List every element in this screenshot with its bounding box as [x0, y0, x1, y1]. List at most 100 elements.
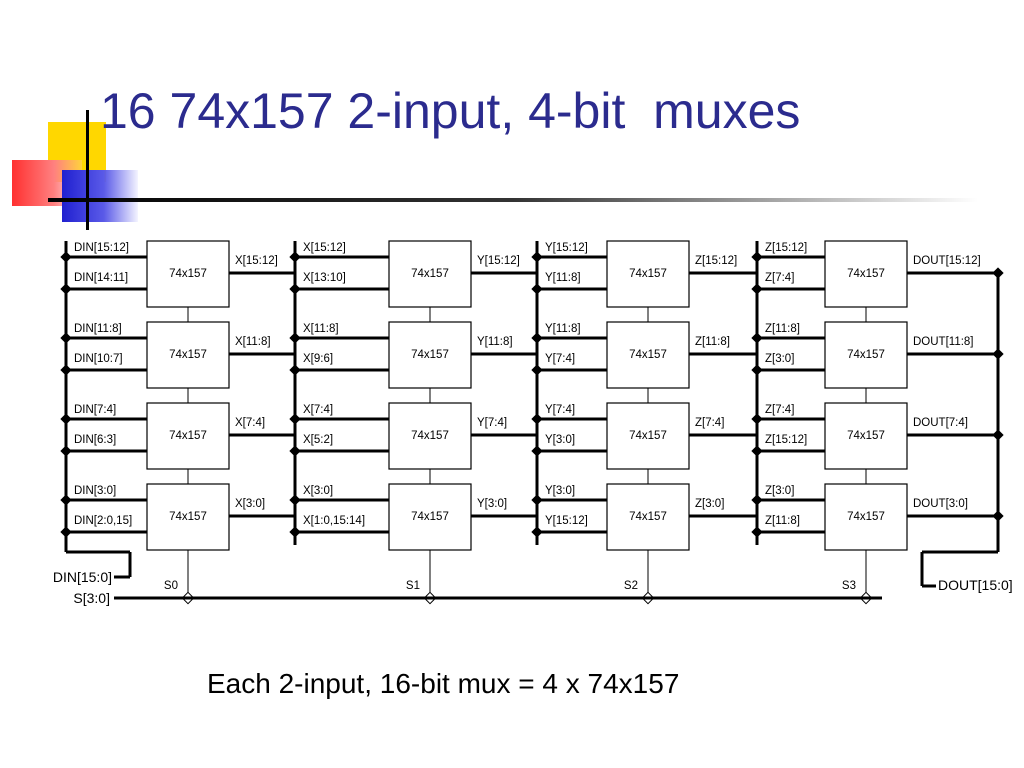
mux-chip — [606, 240, 690, 308]
junction-dot — [289, 364, 301, 376]
output-label: X[11:8] — [235, 336, 271, 348]
junction-dot — [289, 283, 301, 295]
chip-label: 74x157 — [169, 430, 207, 442]
mux-chip — [824, 321, 908, 389]
output-label: Y[11:8] — [477, 336, 513, 348]
chip-label: 74x157 — [411, 511, 449, 523]
input-label: Y[7:4] — [545, 404, 575, 416]
input-label: DIN[15:12] — [74, 242, 129, 254]
input-label: Z[15:12] — [765, 242, 807, 254]
decor-horizontal-line — [48, 198, 978, 202]
din-bus-label: DIN[15:0] — [53, 569, 112, 585]
junction-dot — [531, 494, 543, 506]
input-label: Y[15:12] — [545, 242, 588, 254]
input-label: DIN[7:4] — [74, 404, 116, 416]
junction-dot — [289, 526, 301, 538]
input-label: Z[7:4] — [765, 404, 794, 416]
input-label: Y[7:4] — [545, 353, 575, 365]
select-label: S1 — [406, 580, 420, 592]
chip-label: 74x157 — [411, 349, 449, 361]
input-label: DIN[10:7] — [74, 353, 123, 365]
chip-label: 74x157 — [629, 430, 667, 442]
chip-label: 74x157 — [629, 349, 667, 361]
decor-vertical-line — [86, 110, 89, 230]
junction-dot — [60, 413, 72, 425]
dout-bus-label: DOUT[15:0] — [938, 577, 1013, 593]
output-label: DOUT[3:0] — [913, 498, 968, 510]
output-label: Z[15:12] — [695, 255, 737, 267]
junction-dot — [60, 283, 72, 295]
junction-dot — [751, 494, 763, 506]
input-label: Y[15:12] — [545, 515, 588, 527]
input-label: Z[3:0] — [765, 485, 794, 497]
output-label: DOUT[11:8] — [913, 336, 974, 348]
input-label: DIN[6:3] — [74, 434, 116, 446]
mux-chip — [824, 483, 908, 551]
chip-label: 74x157 — [629, 511, 667, 523]
input-label: Z[15:12] — [765, 434, 807, 446]
output-label: DOUT[7:4] — [913, 417, 968, 429]
output-label: DOUT[15:12] — [913, 255, 981, 267]
select-label: S2 — [624, 580, 638, 592]
junction-dot — [289, 413, 301, 425]
input-label: X[3:0] — [303, 485, 333, 497]
output-label: Z[7:4] — [695, 417, 724, 429]
junction-dot — [60, 445, 72, 457]
input-label: DIN[2:0,15] — [74, 515, 132, 527]
input-label: Z[11:8] — [765, 515, 800, 527]
input-label: Y[11:8] — [545, 272, 581, 284]
decor-blue-square — [62, 170, 138, 222]
input-label: X[15:12] — [303, 242, 346, 254]
chip-label: 74x157 — [169, 511, 207, 523]
output-label: Z[11:8] — [695, 336, 730, 348]
mux-chip — [606, 321, 690, 389]
input-label: Z[7:4] — [765, 272, 794, 284]
chip-label: 74x157 — [847, 349, 885, 361]
junction-dot — [60, 526, 72, 538]
output-label: Y[7:4] — [477, 417, 507, 429]
junction-dot — [531, 251, 543, 263]
mux-chip — [146, 240, 230, 308]
chip-label: 74x157 — [847, 511, 885, 523]
chip-label: 74x157 — [169, 268, 207, 280]
input-label: Y[3:0] — [545, 485, 575, 497]
chip-label: 74x157 — [847, 430, 885, 442]
mux-chip — [146, 402, 230, 470]
input-label: X[11:8] — [303, 323, 339, 335]
input-label: DIN[14:11] — [74, 272, 128, 284]
slide-caption: Each 2-input, 16-bit mux = 4 x 74x157 — [207, 668, 680, 699]
junction-dot — [531, 526, 543, 538]
junction-dot — [751, 251, 763, 263]
chip-label: 74x157 — [169, 349, 207, 361]
select-label: S0 — [164, 580, 178, 592]
input-label: Y[3:0] — [545, 434, 575, 446]
junction-dot — [531, 413, 543, 425]
junction-dot — [60, 332, 72, 344]
mux-chip — [388, 402, 472, 470]
mux-chip — [824, 240, 908, 308]
junction-dot — [751, 413, 763, 425]
input-label: X[9:6] — [303, 353, 333, 365]
select-bus-label: S[3:0] — [73, 590, 110, 606]
input-label: Z[3:0] — [765, 353, 794, 365]
junction-dot — [531, 364, 543, 376]
output-label: X[3:0] — [235, 498, 265, 510]
output-label: Y[3:0] — [477, 498, 507, 510]
junction-dot — [751, 364, 763, 376]
output-label: Z[3:0] — [695, 498, 724, 510]
junction-dot — [531, 445, 543, 457]
junction-dot — [60, 494, 72, 506]
input-label: Z[11:8] — [765, 323, 800, 335]
mux-chip — [146, 321, 230, 389]
junction-dot — [289, 332, 301, 344]
input-label: DIN[11:8] — [74, 323, 122, 335]
junction-dot — [531, 332, 543, 344]
chip-label: 74x157 — [629, 268, 667, 280]
input-label: X[5:2] — [303, 434, 333, 446]
output-label: Y[15:12] — [477, 255, 520, 267]
junction-dot — [751, 526, 763, 538]
chip-label: 74x157 — [411, 268, 449, 280]
input-label: Y[11:8] — [545, 323, 581, 335]
chip-label: 74x157 — [847, 268, 885, 280]
